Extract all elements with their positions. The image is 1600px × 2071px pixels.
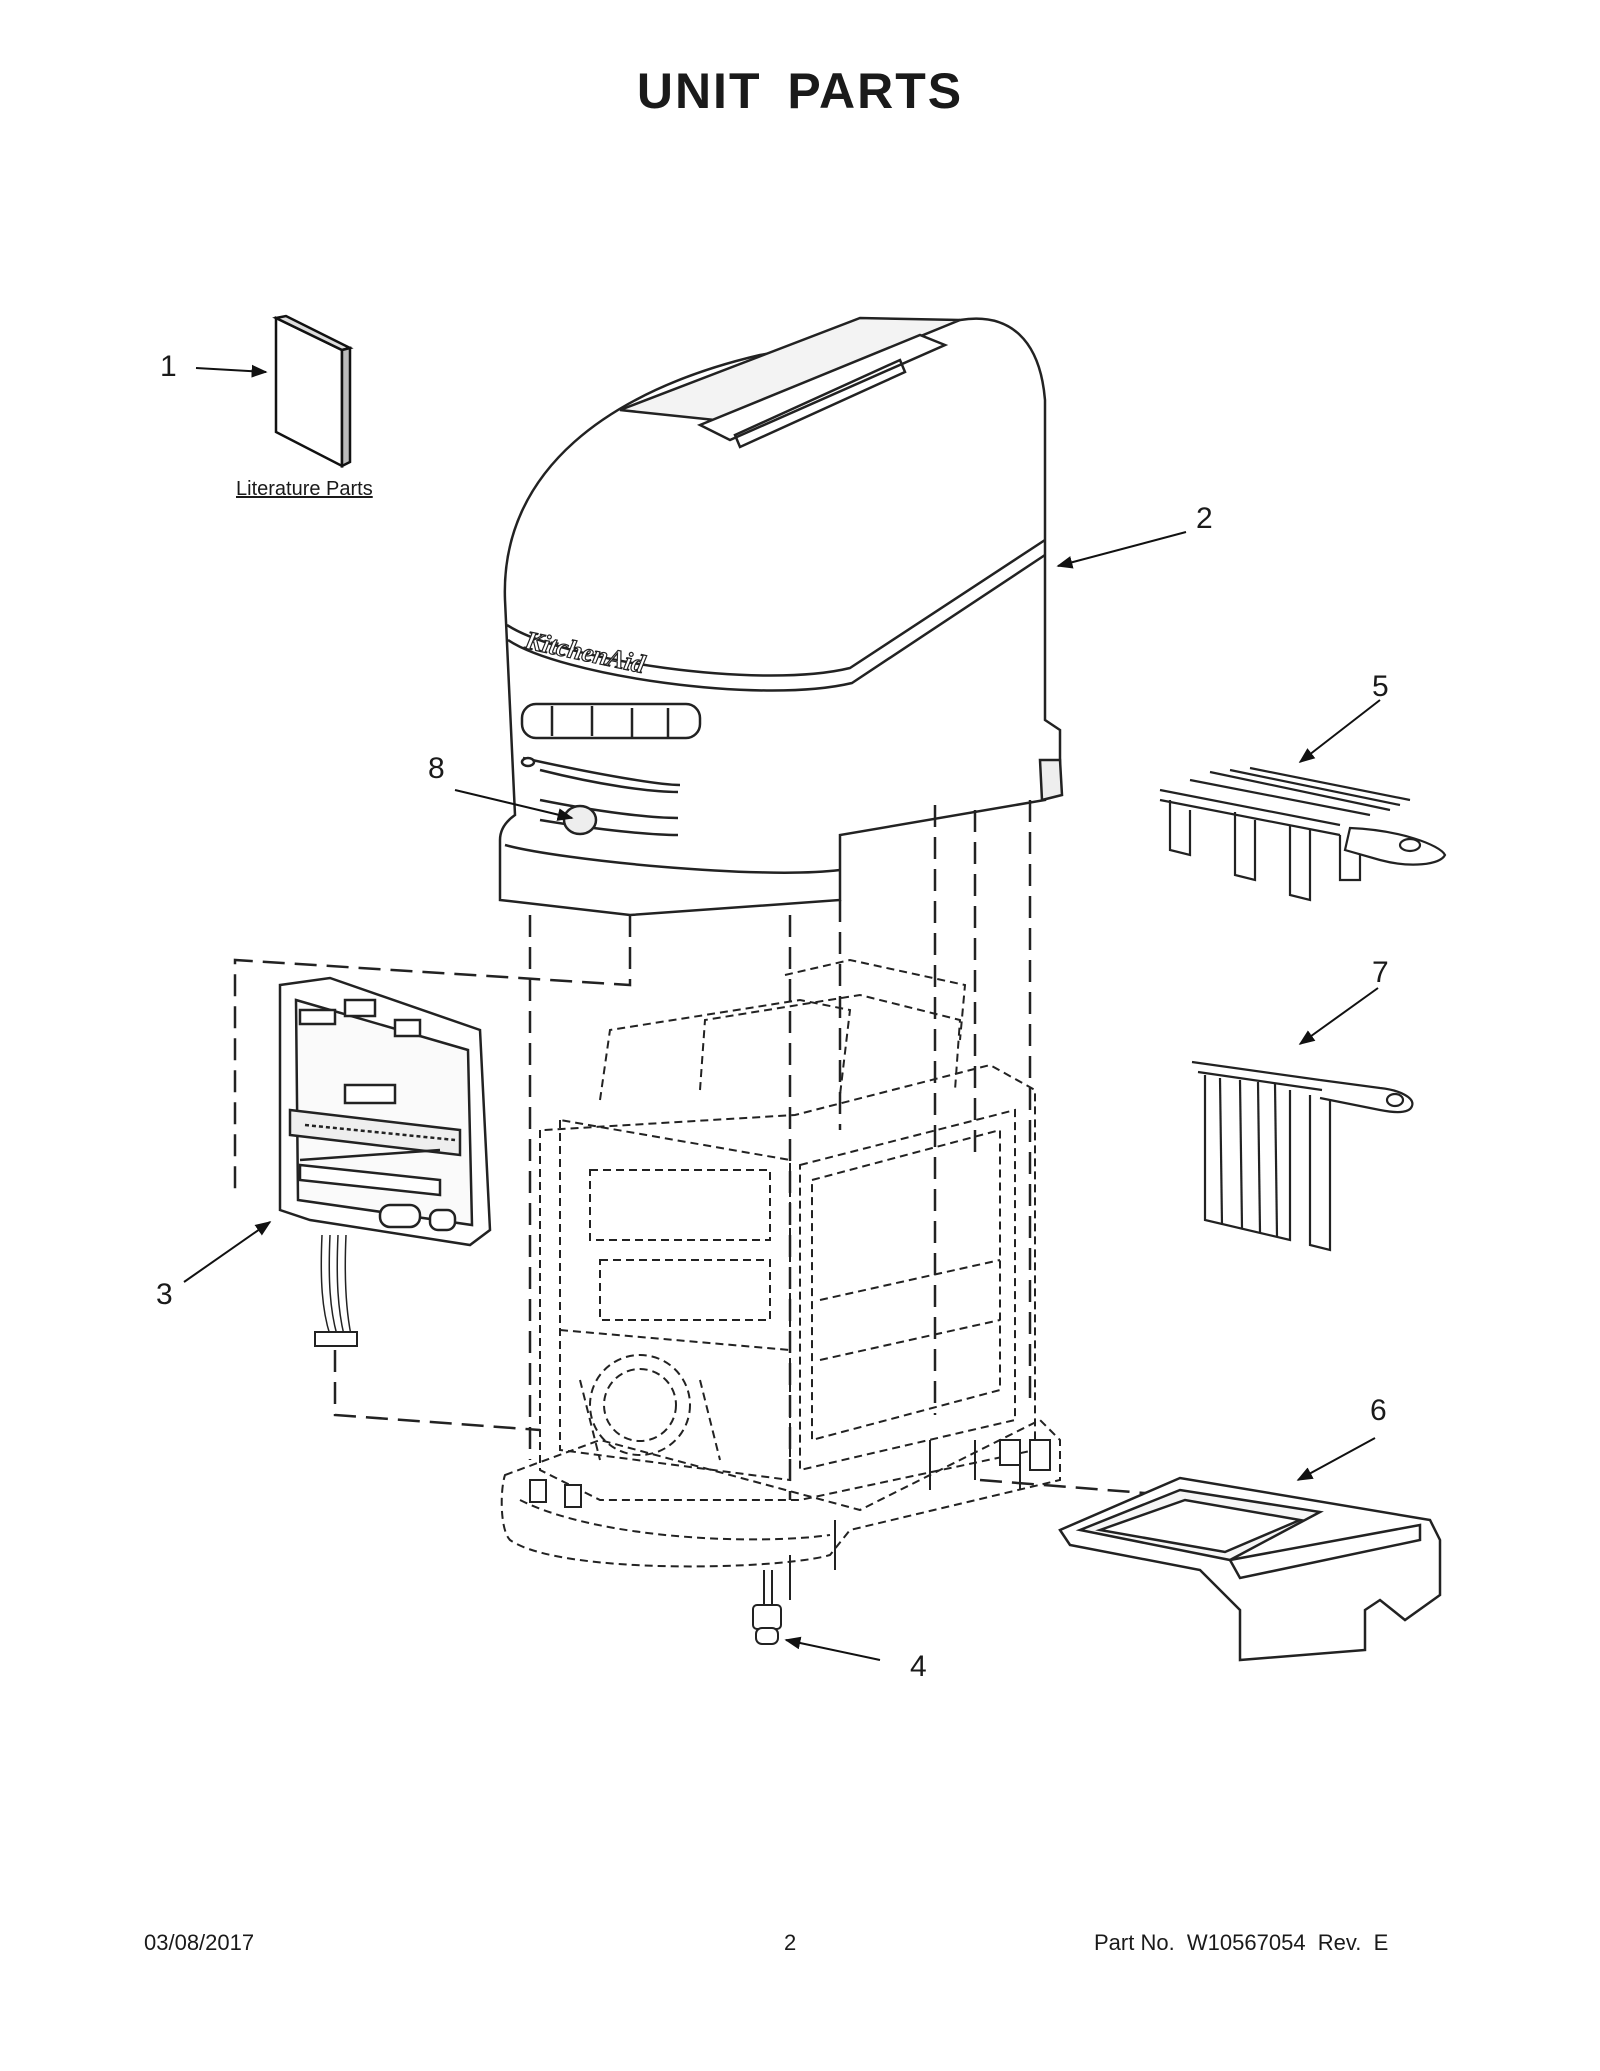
toaster-shell xyxy=(498,316,1064,917)
footer-date: 03/08/2017 xyxy=(144,1930,255,1955)
footer-part-number: Part No. W10567054 Rev. E xyxy=(1094,1930,1389,1955)
bread-rack-upper xyxy=(1159,766,1447,902)
control-board xyxy=(278,976,492,1247)
leader-8 xyxy=(454,789,574,821)
internal-chassis xyxy=(539,958,1036,1501)
page-title: UNIT PARTS xyxy=(636,63,964,119)
base-plate xyxy=(500,1418,1061,1568)
callout-8: 8 xyxy=(428,752,445,785)
callout-1: 1 xyxy=(160,350,177,383)
callout-4: 4 xyxy=(910,1650,927,1683)
literature-booklet xyxy=(272,314,354,469)
leader-3 xyxy=(183,1221,272,1283)
base-feet xyxy=(529,1439,1051,1508)
bread-rack-lower xyxy=(1191,1060,1414,1252)
leader-2 xyxy=(1056,531,1187,569)
leader-1 xyxy=(195,364,268,378)
screws xyxy=(789,1440,1021,1600)
leader-7 xyxy=(1298,987,1379,1045)
callout-7: 7 xyxy=(1372,956,1389,989)
callout-6: 6 xyxy=(1370,1394,1387,1427)
callout-2: 2 xyxy=(1196,502,1213,535)
leader-6 xyxy=(1296,1437,1376,1481)
literature-parts-link[interactable]: Literature Parts xyxy=(236,478,373,500)
footer-page-number: 2 xyxy=(784,1930,797,1955)
callout-5: 5 xyxy=(1372,670,1389,703)
crumb-tray xyxy=(1058,1476,1442,1662)
leader-4 xyxy=(784,1636,881,1661)
callout-3: 3 xyxy=(156,1278,173,1311)
ribbon-cable xyxy=(314,1234,358,1347)
leader-5 xyxy=(1298,699,1381,763)
cord-strain-relief xyxy=(752,1570,782,1645)
lever-knob xyxy=(562,804,598,836)
